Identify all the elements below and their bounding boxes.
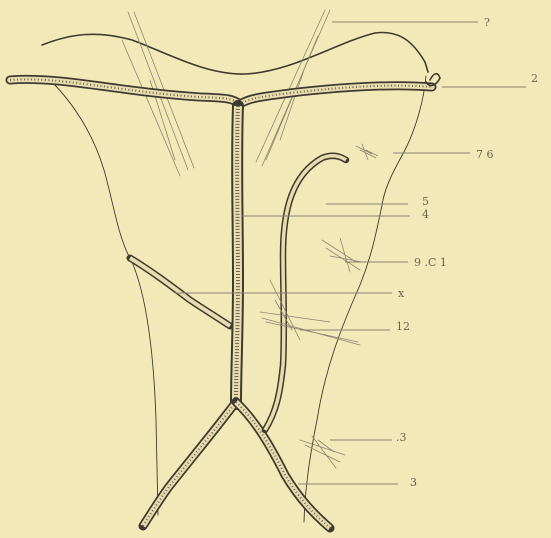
label-top: ?	[484, 16, 490, 29]
label-13: .3	[396, 431, 407, 444]
right-contour	[304, 76, 426, 522]
small-bundles	[260, 144, 378, 468]
upper-contour	[42, 32, 428, 74]
label-x: x	[398, 287, 405, 300]
transverse-vessel	[10, 79, 432, 104]
label-5: 5	[422, 195, 429, 208]
label-3: 3	[410, 476, 417, 489]
left-contour	[52, 82, 158, 515]
central-vessel	[236, 106, 238, 404]
left-side-branch	[130, 258, 230, 326]
label-7b: 7 6	[476, 148, 494, 161]
label-4: 4	[422, 208, 429, 221]
label-9c1: 9 .C 1	[414, 256, 447, 269]
label-2: 2	[531, 72, 538, 85]
right-lower-branch	[236, 402, 330, 528]
label-12: 12	[396, 320, 410, 333]
